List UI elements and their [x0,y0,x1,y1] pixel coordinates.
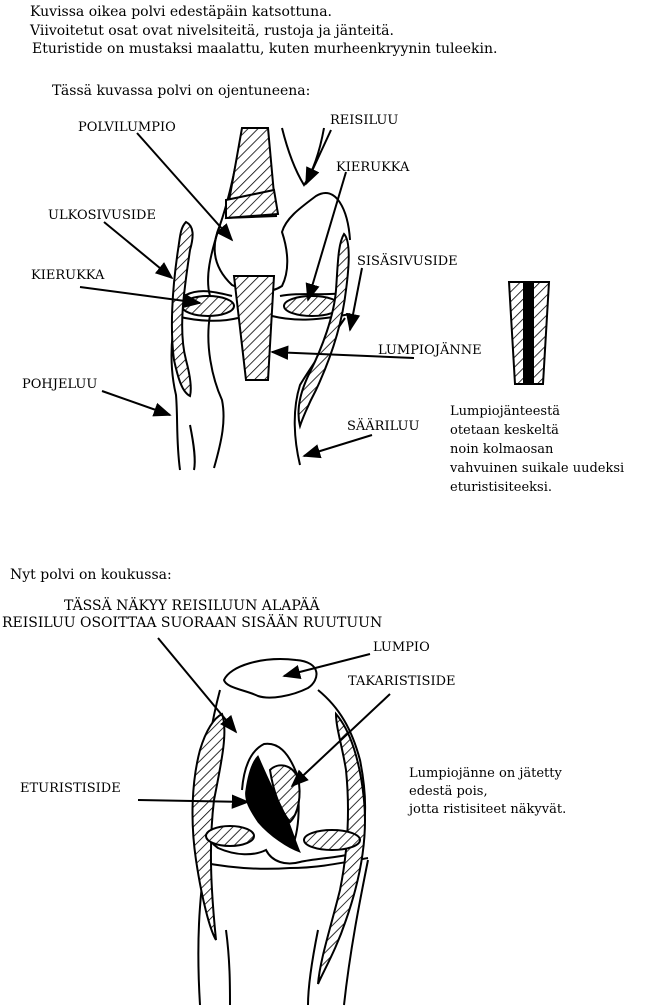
graft-note-line-5: eturistisiteeksi. [450,480,552,495]
meniscus-flexed-right [303,829,361,851]
label-lumpio: LUMPIO [373,640,430,655]
label-pohjeluu: POHJELUU [22,377,98,392]
arrow-saariluu [302,434,373,459]
patella-outline-flexed [222,658,318,699]
intro-line-3: Eturistide on mustaksi maalattu, kuten m… [32,41,498,57]
arrow-sisasivuside [346,267,363,332]
arrow-lumpiojanne [270,345,415,360]
meniscus-flexed-left [205,825,255,847]
figure1-caption: Tässä kuvassa polvi on ojentuneena: [52,83,311,99]
label-saariluu: SÄÄRILUU [347,419,420,434]
label-sisasivuside: SISÄSIVUSIDE [357,254,458,269]
label-kierukka-left: KIERUKKA [31,268,105,283]
arrow-eturistiside [137,794,250,809]
arrow-polvilumpio [136,132,234,242]
label-kierukka-right: KIERUKKA [336,160,410,175]
femur-outline [213,127,351,293]
flexed-note-line-3: jotta ristisiteet näkyvät. [409,802,567,817]
intro-line-1: Kuvissa oikea polvi edestäpäin katsottun… [30,4,332,20]
label-polvilumpio: POLVILUMPIO [78,120,176,135]
arrow-takaristiside [290,693,391,788]
tibia-outline [207,314,225,469]
medial-ligament-flexed [317,711,367,985]
flexed-note-line-2: edestä pois, [409,784,488,799]
lateral-ligament-flexed [191,712,226,941]
label-eturistiside: ETURISTISIDE [20,781,121,796]
figure2-heading-1: TÄSSÄ NÄKYY REISILUUN ALAPÄÄ [64,598,320,614]
graft-note-line-3: noin kolmaosan [450,442,554,457]
label-ulkosivuside: ULKOSIVUSIDE [48,208,156,223]
meniscus-lateral [181,295,235,317]
label-reisiluu: REISILUU [330,113,399,128]
graft-note-line-2: otetaan keskeltä [450,423,559,438]
patellar-tendon [232,275,276,381]
arrow-ulkosivuside [103,221,174,280]
figure2-heading-2: REISILUU OSOITTAA SUORAAN SISÄÄN RUUTUUN [2,615,383,631]
intro-line-2: Viivoitetut osat ovat nivelsiteitä, rust… [30,23,394,39]
arrow-femur-end [157,637,238,734]
graft-note-line-4: vahvuinen suikale uudeksi [450,461,625,476]
arrow-lumpio [282,653,371,679]
arrow-reisiluu [305,129,332,186]
figure2-caption: Nyt polvi on koukussa: [10,567,172,583]
graft-note-line-1: Lumpiojänteestä [450,404,561,419]
arrow-kierukka-left [79,286,202,308]
flexed-note-line-1: Lumpiojänne on jätetty [409,766,562,781]
lateral-collateral-ligament [170,220,194,398]
label-lumpiojanne: LUMPIOJÄNNE [378,343,482,358]
arrow-pohjeluu [101,390,172,417]
label-takaristiside: TAKARISTISIDE [348,674,456,689]
femoral-cartilage [225,188,280,220]
arrow-kierukka-right [305,171,347,302]
anterior-cruciate-ligament [245,755,301,853]
medial-collateral-ligament [297,232,350,430]
graft-middle-third [523,282,534,384]
